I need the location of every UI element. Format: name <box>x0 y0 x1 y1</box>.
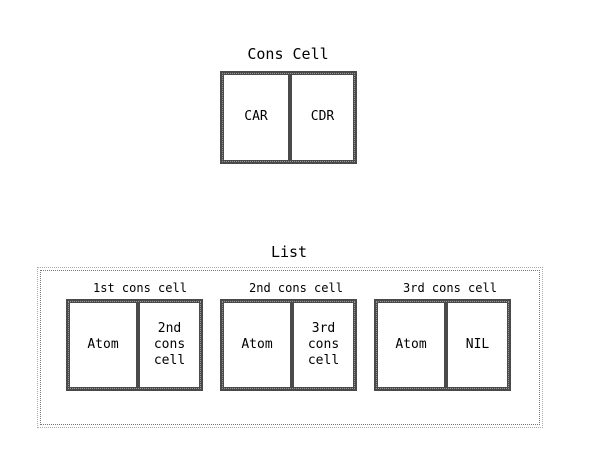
atom-label: Atom <box>395 336 427 352</box>
atom-label: Atom <box>241 336 273 352</box>
list-cons-cell-2: Atom 3rd cons cell <box>220 299 357 391</box>
cdr-label: CDR <box>310 109 335 125</box>
cell-divider <box>444 303 448 387</box>
cons-cell-title: Cons Cell <box>247 45 329 63</box>
cons-cell-divider <box>288 75 292 160</box>
pointer-label: 3rd cons cell <box>307 320 340 369</box>
list-cons-cell-3: Atom NIL <box>374 299 511 391</box>
cons-cell-label-3: 3rd cons cell <box>403 281 497 295</box>
cons-cell-box: CAR CDR <box>220 71 357 164</box>
car-label: CAR <box>244 109 268 125</box>
cons-cell-label-1: 1st cons cell <box>93 281 187 295</box>
atom-label: Atom <box>87 336 119 352</box>
cell-divider <box>136 303 140 387</box>
cell-divider <box>290 303 294 387</box>
list-title: List <box>270 243 308 261</box>
list-frame <box>37 267 543 428</box>
list-cons-cell-1: Atom 2nd cons cell <box>66 299 203 391</box>
pointer-label: 2nd cons cell <box>153 320 186 369</box>
nil-label: NIL <box>465 336 490 352</box>
cons-cell-label-2: 2nd cons cell <box>249 281 343 295</box>
